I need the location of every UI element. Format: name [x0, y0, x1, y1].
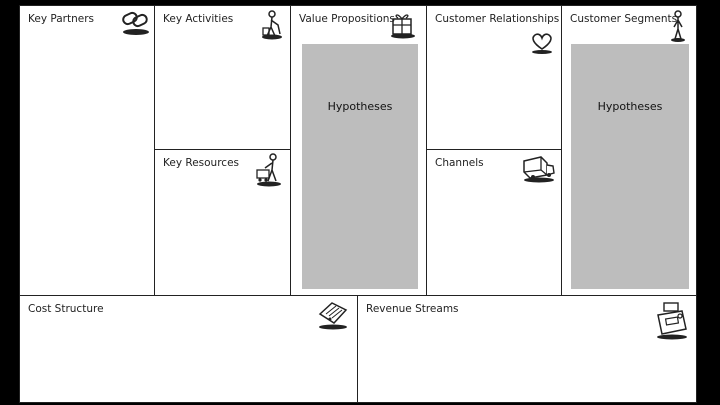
worker-cart-icon — [255, 153, 285, 187]
cost-structure-block: Cost Structure — [19, 295, 358, 403]
key-activities-label: Key Activities — [163, 13, 234, 25]
customer-segments-block: Customer Segments Hypotheses — [561, 5, 697, 296]
revenue-streams-label: Revenue Streams — [366, 303, 459, 315]
cash-register-icon — [654, 300, 690, 340]
value-propositions-block: Value Propositions Hypotheses — [290, 5, 427, 296]
cost-structure-label: Cost Structure — [28, 303, 104, 315]
channels-block: Channels — [426, 149, 562, 296]
price-tag-icon — [316, 300, 350, 330]
channels-label: Channels — [435, 157, 484, 169]
gift-box-icon — [389, 9, 417, 39]
value-propositions-hypotheses-label: Hypotheses — [327, 100, 393, 113]
customer-segments-label: Customer Segments — [570, 13, 678, 25]
key-resources-label: Key Resources — [163, 157, 239, 169]
value-propositions-label: Value Propositions — [299, 13, 395, 25]
heart-icon — [529, 32, 555, 54]
revenue-streams-block: Revenue Streams — [357, 295, 697, 403]
customer-relationships-label: Customer Relationships — [435, 13, 560, 25]
value-propositions-hypotheses-area: Hypotheses — [302, 44, 418, 289]
key-partners-label: Key Partners — [28, 13, 95, 25]
customer-segments-hypotheses-area: Hypotheses — [571, 44, 689, 289]
person-icon — [670, 10, 686, 42]
chain-links-icon — [120, 10, 152, 36]
key-partners-block: Key Partners — [19, 5, 155, 296]
customer-segments-hypotheses-label: Hypotheses — [597, 100, 663, 113]
business-model-canvas: Key Partners Key Activities Key Resource… — [19, 5, 697, 403]
key-resources-block: Key Resources — [154, 149, 291, 296]
customer-relationships-block: Customer Relationships — [426, 5, 562, 150]
key-activities-block: Key Activities — [154, 5, 291, 150]
worker-vacuum-icon — [259, 10, 285, 40]
delivery-truck-icon — [521, 153, 557, 183]
